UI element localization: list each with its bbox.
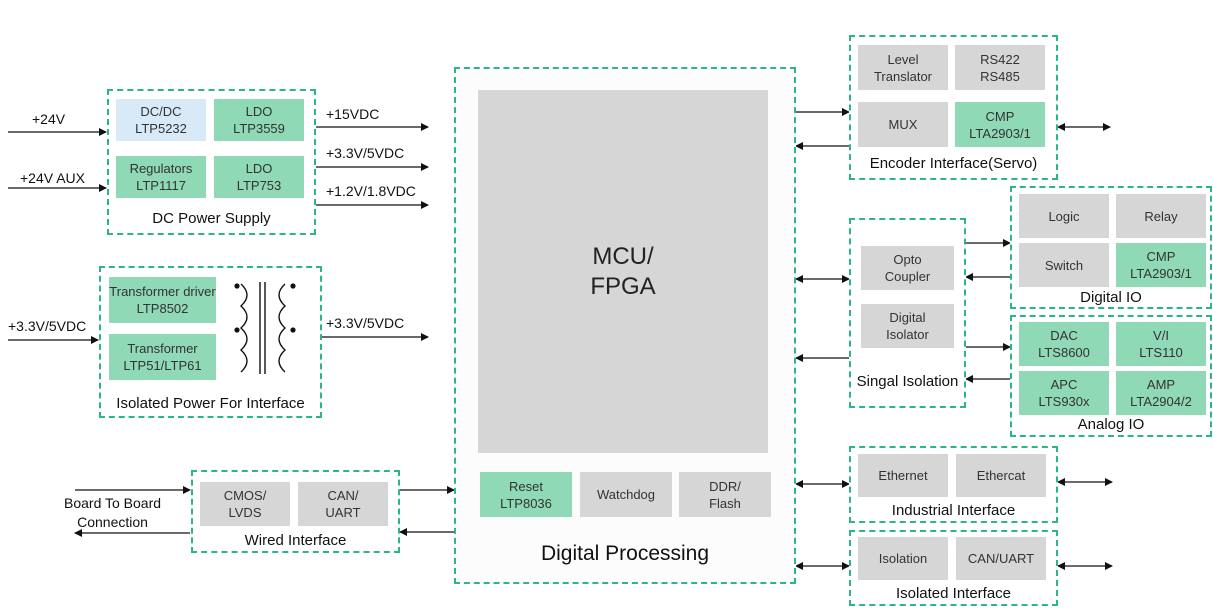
amp-block: AMP LTA2904/2 (1116, 371, 1206, 415)
watchdog-block: Watchdog (580, 472, 672, 517)
logic-block: Logic (1019, 194, 1109, 238)
input-24v-aux-label: +24V AUX (20, 170, 85, 186)
opto-coupler-block: Opto Coupler (861, 246, 954, 290)
wired-interface-title: Wired Interface (244, 532, 347, 549)
ethernet-block: Ethernet (858, 454, 948, 497)
isolated-power-group: Transformer driver LTP8502 Transformer L… (99, 266, 322, 418)
output-iso-33-5vdc-label: +3.3V/5VDC (326, 315, 405, 331)
can-uart-isolated-block: CAN/UART (956, 537, 1046, 580)
wired-interface-group: CMOS/ LVDS CAN/ UART Wired Interface (191, 470, 400, 553)
signal-isolation-group: Opto Coupler Digital Isolator Singal Iso… (849, 218, 966, 408)
encoder-cmp-block: CMP LTA2903/1 (955, 102, 1045, 147)
transformer-block: Transformer LTP51/LTP61 (109, 334, 216, 380)
regulators-block: Regulators LTP1117 (116, 156, 206, 198)
analog-io-title: Analog IO (1077, 416, 1145, 433)
cmos-lvds-block: CMOS/ LVDS (200, 482, 290, 526)
apc-block: APC LTS930x (1019, 371, 1109, 415)
vi-block: V/I LTS110 (1116, 322, 1206, 366)
input-24v-label: +24V (32, 111, 66, 127)
transformer-driver-block: Transformer driver LTP8502 (109, 277, 216, 323)
digital-io-cmp-block: CMP LTA2903/1 (1116, 243, 1206, 287)
rs422-rs485-block: RS422 RS485 (955, 45, 1045, 90)
dcdc-block: DC/DC LTP5232 (116, 99, 206, 141)
switch-block: Switch (1019, 243, 1109, 287)
digital-processing-title: Digital Processing (540, 542, 710, 565)
signal-isolation-title: Singal Isolation (856, 373, 959, 390)
digital-io-group: Logic Relay Switch CMP LTA2903/1 Digital… (1010, 186, 1212, 309)
ldo-ltp753-block: LDO LTP753 (214, 156, 304, 198)
output-12-18vdc-label: +1.2V/1.8VDC (326, 183, 416, 199)
isolation-block: Isolation (858, 537, 948, 580)
input-iso-label: +3.3V/5VDC (8, 318, 87, 334)
dc-power-title: DC Power Supply (152, 210, 271, 227)
industrial-interface-group: Ethernet Ethercat Industrial Interface (849, 446, 1058, 523)
relay-block: Relay (1116, 194, 1206, 238)
analog-io-group: DAC LTS8600 V/I LTS110 APC LTS930x AMP L… (1010, 315, 1212, 437)
transformer-icon (234, 282, 296, 374)
digital-processing-group: MCU/ FPGA Reset LTP8036 Watchdog DDR/ Fl… (454, 67, 796, 584)
mux-block: MUX (858, 102, 948, 147)
board-to-board-label: Board To Board Connection (64, 495, 162, 530)
digital-isolator-block: Digital Isolator (861, 304, 954, 348)
output-15vdc-label: +15VDC (326, 106, 380, 122)
isolated-interface-title: Isolated Interface (895, 585, 1012, 602)
encoder-interface-title: Encoder Interface(Servo) (869, 155, 1038, 172)
ldo-ltp3559-block: LDO LTP3559 (214, 99, 304, 141)
dc-power-supply-group: DC/DC LTP5232 LDO LTP3559 Regulators LTP… (107, 89, 316, 235)
level-translator-block: Level Translator (858, 45, 948, 90)
reset-block: Reset LTP8036 (480, 472, 572, 517)
encoder-interface-group: Level Translator RS422 RS485 MUX CMP LTA… (849, 35, 1058, 180)
mcu-fpga-block: MCU/ FPGA (478, 90, 768, 453)
output-33-5vdc-label: +3.3V/5VDC (326, 145, 405, 161)
industrial-interface-title: Industrial Interface (891, 502, 1016, 519)
ethercat-block: Ethercat (956, 454, 1046, 497)
ddr-flash-block: DDR/ Flash (679, 472, 771, 517)
can-uart-block: CAN/ UART (298, 482, 388, 526)
isolated-power-title: Isolated Power For Interface (116, 395, 305, 412)
dac-block: DAC LTS8600 (1019, 322, 1109, 366)
digital-io-title: Digital IO (1080, 289, 1142, 306)
isolated-interface-group: Isolation CAN/UART Isolated Interface (849, 530, 1058, 606)
